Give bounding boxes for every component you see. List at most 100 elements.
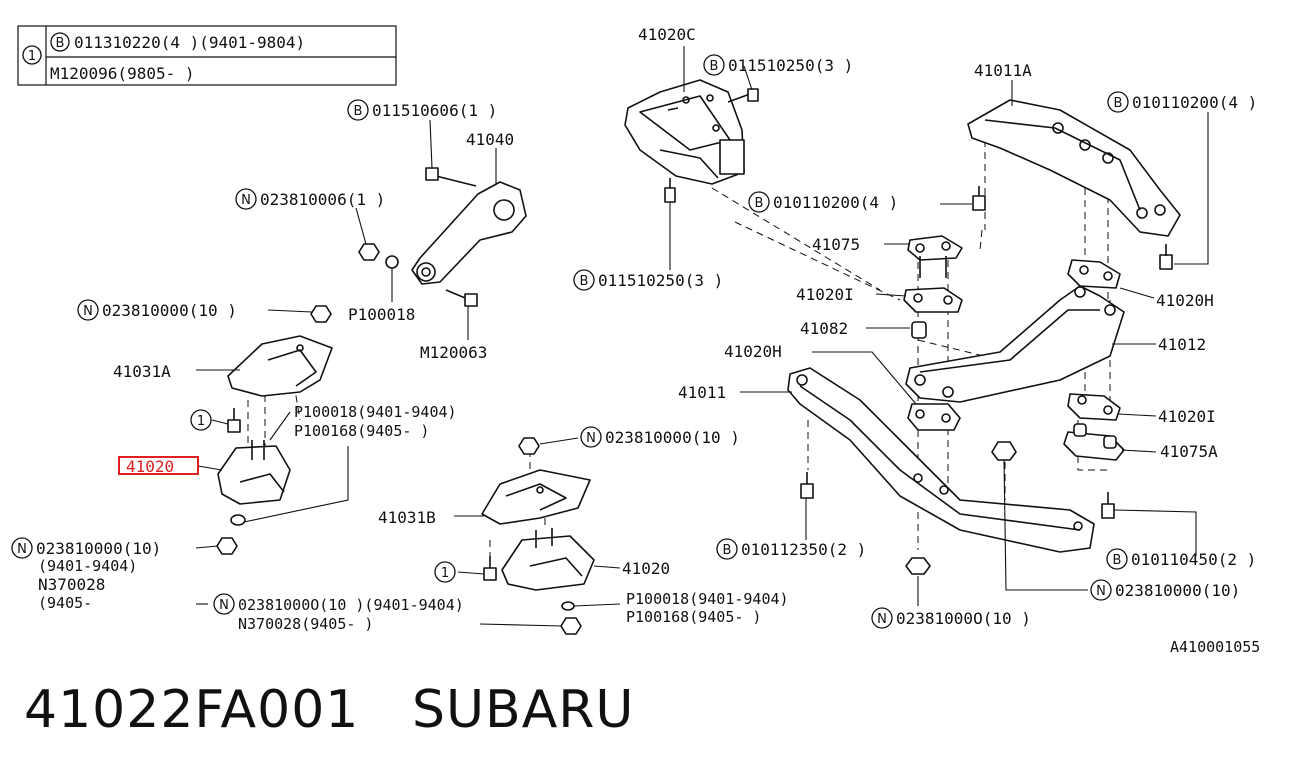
torque-rod-41040 xyxy=(411,181,527,285)
label-023810000-c: 023810000(10) xyxy=(36,539,161,558)
bolt-marker-icon xyxy=(50,32,70,52)
label-P100018-f: P100018(9401-9404) xyxy=(626,590,789,608)
label-010110200-right: 010110200(4 ) xyxy=(1132,93,1257,112)
one-circle-digit: 1 xyxy=(197,414,205,429)
n-circle-letter: N xyxy=(586,431,596,446)
bracket-41020C xyxy=(624,79,745,185)
b-circle-icon xyxy=(1107,91,1129,113)
label-41020-highlighted[interactable]: 41020 xyxy=(126,457,174,476)
b-circle-icon xyxy=(347,99,369,121)
label-023810006: 023810006(1 ) xyxy=(260,190,385,209)
table-row1: 011310220(4 )(9401-9804) xyxy=(74,33,305,52)
label-010112350: 010112350(2 ) xyxy=(741,540,866,559)
label-41020-right: 41020 xyxy=(622,559,670,578)
b-circle-letter: B xyxy=(580,274,589,289)
label-41012: 41012 xyxy=(1158,335,1206,354)
n-circle-letter: N xyxy=(877,612,887,627)
bolt-top-011510250 xyxy=(727,88,759,103)
label-011510606: 011510606(1 ) xyxy=(372,101,497,120)
footer-caption: 41022FA001 SUBARU xyxy=(24,680,635,740)
label-9405-c: (9405- xyxy=(38,594,92,612)
b-circle-letter: B xyxy=(710,59,719,74)
washer-P100168-left xyxy=(230,514,246,526)
plate-41020I-right xyxy=(1067,393,1121,421)
one-circle-digit: 1 xyxy=(441,566,449,581)
n-circle-icon xyxy=(235,188,257,210)
b-circle-letter: B xyxy=(723,543,732,558)
label-010110200-mid: 010110200(4 ) xyxy=(773,193,898,212)
label-41031B: 41031B xyxy=(378,508,436,527)
n-circle-letter: N xyxy=(219,598,229,613)
crossmember-41012 xyxy=(905,285,1125,403)
nut-topleft xyxy=(310,305,332,323)
label-41011: 41011 xyxy=(678,383,726,402)
crossmember-41011 xyxy=(787,367,1095,553)
engine-mount-41020 xyxy=(217,440,291,505)
bracket-41031B xyxy=(481,469,591,525)
label-M120063: M120063 xyxy=(420,343,487,362)
label-023810000-d: 023810000(10) xyxy=(1115,581,1240,600)
bolt-011510606 xyxy=(425,167,477,187)
plate-41075A xyxy=(1063,423,1125,461)
label-P100168-range: P100168(9405- ) xyxy=(294,422,429,440)
b-circle-icon xyxy=(748,191,770,213)
label-P100018-a: P100018 xyxy=(348,305,415,324)
n-circle-letter: N xyxy=(1096,584,1106,599)
label-N370028-c: N370028 xyxy=(38,575,105,594)
label-41075A: 41075A xyxy=(1160,442,1218,461)
reference-table: 1 B 011310220(4 )(9401-9804) M120096(980… xyxy=(17,25,397,86)
n-circle-icon xyxy=(1090,579,1112,601)
b-circle-letter: B xyxy=(1114,96,1123,111)
label-010110450: 010110450(2 ) xyxy=(1131,550,1256,569)
bracket-41031A xyxy=(227,335,333,397)
one-circle-icon xyxy=(434,561,456,583)
label-41020H-right: 41020H xyxy=(1156,291,1214,310)
bolt-circled-1-center xyxy=(483,556,497,581)
plate-41020I-lower-left xyxy=(907,403,961,431)
nut-023810006 xyxy=(358,243,380,261)
label-41082: 41082 xyxy=(800,319,848,338)
engine-mount-41020-right xyxy=(501,528,595,591)
label-P100168-f: P100168(9405- ) xyxy=(626,608,761,626)
b-circle-letter: B xyxy=(354,104,363,119)
b-circle-letter: B xyxy=(1113,553,1122,568)
label-N370028-e: N370028(9405- ) xyxy=(238,615,373,633)
label-P100018-range: P100018(9401-9404) xyxy=(294,403,457,421)
n-circle-icon xyxy=(580,426,602,448)
label-41011A: 41011A xyxy=(974,61,1032,80)
n-circle-letter: N xyxy=(83,304,93,319)
washer-P100018-top xyxy=(385,255,399,269)
b-circle-icon xyxy=(716,538,738,560)
table-marker: 1 xyxy=(28,49,36,64)
bolt-010110200-mid xyxy=(972,186,986,211)
label-41040: 41040 xyxy=(466,130,514,149)
n-circle-letter: N xyxy=(17,542,27,557)
table-row2: M120096(9805- ) xyxy=(50,64,195,83)
label-41020C: 41020C xyxy=(638,25,696,44)
b-circle-letter: B xyxy=(755,196,764,211)
label-41020I-right: 41020I xyxy=(1158,407,1216,426)
b-circle-icon xyxy=(1106,548,1128,570)
plate-41075 xyxy=(907,235,963,278)
bolt-010110450 xyxy=(1101,492,1115,519)
bolt-bottom-011510250 xyxy=(664,178,676,203)
b-circle-icon xyxy=(703,54,725,76)
part-labels: 41020C 011510250(3 ) 41011A 010110200(4 … xyxy=(36,25,1260,656)
nut-bottom-center xyxy=(905,557,931,575)
n-circle-icon xyxy=(871,607,893,629)
figure-code: A410001055 xyxy=(1170,638,1260,656)
label-023810000-g: 02381000O(10 ) xyxy=(896,609,1031,628)
label-41075: 41075 xyxy=(812,235,860,254)
n-circle-icon xyxy=(213,593,235,615)
label-023810000-e: 02381000O(10 )(9401-9404) xyxy=(238,596,464,614)
n-circle-icon xyxy=(77,299,99,321)
washer-center-bottom xyxy=(561,601,575,611)
crossmember-41011A xyxy=(967,99,1181,237)
part-number: 41022FA001 xyxy=(24,680,360,740)
n-circle-letter: N xyxy=(241,193,251,208)
label-9401-9404-c: (9401-9404) xyxy=(38,557,137,575)
bolt-M120063 xyxy=(445,289,478,307)
nut-center-bottom xyxy=(560,617,582,635)
label-011510250-bottom: 011510250(3 ) xyxy=(598,271,723,290)
